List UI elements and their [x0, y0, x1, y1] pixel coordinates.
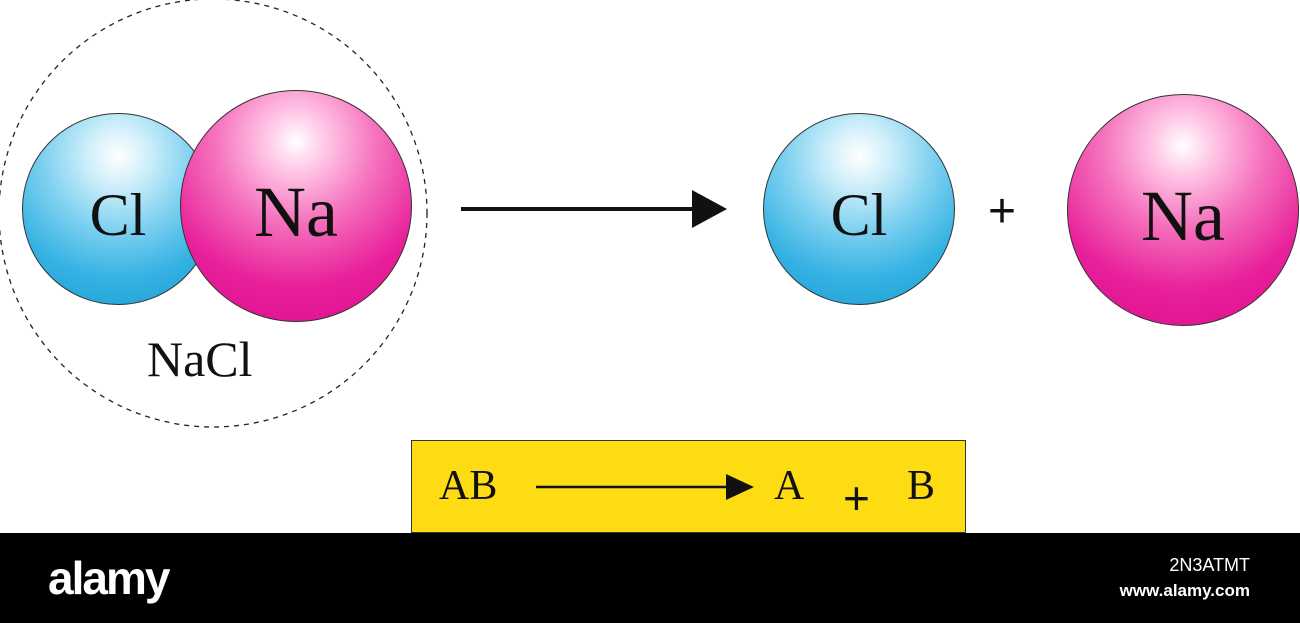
reactant-cl-symbol: Cl: [89, 181, 147, 248]
site-url: www.alamy.com: [1119, 581, 1250, 600]
product-na-symbol: Na: [1141, 175, 1225, 256]
reaction-arrow-head: [692, 190, 727, 228]
decomposition-diagram: Cl Na NaCl Cl + Na AB A + B: [0, 0, 1299, 533]
equation-product-a: A: [774, 463, 805, 509]
product-plus-sign: +: [988, 185, 1017, 238]
equation-arrow-head: [726, 474, 754, 500]
compound-boundary-dashed: [0, 0, 428, 428]
product-cl-atom: Cl: [763, 113, 955, 305]
equation-arrow: [536, 474, 754, 500]
equation-reactant: AB: [439, 463, 498, 509]
image-id: 2N3ATMT: [1169, 555, 1250, 575]
general-equation-box: AB A + B: [411, 440, 966, 533]
compound-label: NaCl: [147, 331, 253, 387]
stock-footer: alamy 2N3ATMT www.alamy.com: [0, 533, 1300, 623]
equation-product-b: B: [907, 463, 936, 509]
reactant-na-symbol: Na: [254, 171, 338, 252]
product-cl-symbol: Cl: [830, 181, 888, 248]
reactant-na-atom: Na: [180, 90, 412, 322]
product-na-atom: Na: [1067, 94, 1299, 326]
diagram-lines: [0, 0, 727, 428]
alamy-logo: alamy: [48, 552, 170, 604]
equation-plus: +: [843, 472, 870, 524]
